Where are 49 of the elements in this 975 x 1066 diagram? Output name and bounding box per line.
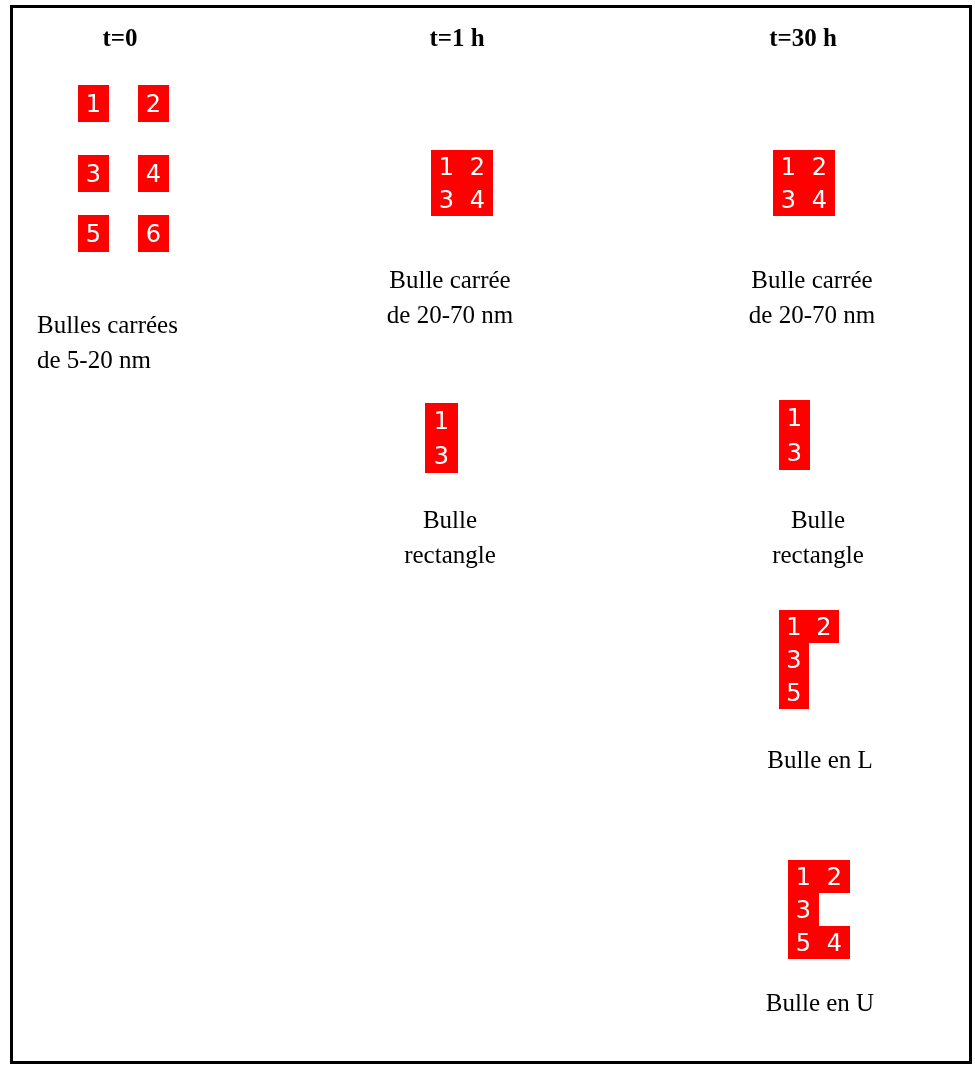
bubble-number: 1 — [786, 614, 802, 639]
bubble-number: 3 — [795, 897, 812, 922]
bubble-number: 4 — [811, 187, 828, 212]
bubble-number: 2 — [826, 864, 843, 889]
bubble-shape — [78, 155, 109, 192]
bubble-shape — [779, 400, 810, 470]
node-label: Bulle en U — [764, 988, 876, 1018]
bubble-shape — [138, 155, 169, 192]
column-heading: t=1 h — [428, 23, 486, 53]
node-label: Bulle en L — [766, 745, 874, 775]
bubble-shape — [138, 85, 169, 122]
column-heading: t=0 — [101, 23, 139, 53]
bubble-number: 5 — [85, 221, 102, 246]
bubble-number: 2 — [469, 154, 486, 179]
bubble-number: 1 — [786, 405, 803, 430]
bubble-shape — [78, 215, 109, 252]
bubble-number: 6 — [145, 221, 162, 246]
bubble-number: 1 — [795, 864, 812, 889]
caption: Bulles carrées de 5-20 nm — [37, 310, 179, 375]
bubble-number: 3 — [786, 440, 803, 465]
bubble-number: 2 — [811, 154, 828, 179]
bubble-number: 3 — [786, 647, 802, 672]
node-label: Bulle carrée de 20-70 nm — [747, 265, 877, 330]
column-heading: t=30 h — [768, 23, 838, 53]
bubble-number: 3 — [85, 161, 102, 186]
bubble-number: 4 — [469, 187, 486, 212]
bubble-number: 5 — [795, 930, 812, 955]
bubble-number: 2 — [145, 91, 162, 116]
bubble-number: 1 — [780, 154, 797, 179]
bubble-number: 4 — [145, 161, 162, 186]
node-label: Bulle carrée de 20-70 nm — [385, 265, 515, 330]
bubble-number: 3 — [780, 187, 797, 212]
node-label: Bulle rectangle — [403, 505, 497, 570]
bubble-number: 1 — [85, 91, 102, 116]
bubble-number: 3 — [433, 443, 450, 468]
bubble-shape — [779, 610, 839, 709]
bubble-shape — [78, 85, 109, 122]
bubble-shape — [431, 150, 493, 216]
bubble-number: 1 — [438, 154, 455, 179]
bubble-number: 1 — [433, 408, 450, 433]
node-label: Bulle rectangle — [771, 505, 865, 570]
bubble-shape — [138, 215, 169, 252]
bubble-shape — [425, 403, 458, 473]
bubble-number: 4 — [826, 930, 843, 955]
bubble-shape — [773, 150, 835, 216]
bubble-shape — [788, 860, 850, 959]
bubble-number: 5 — [786, 680, 802, 705]
bubble-number: 2 — [816, 614, 832, 639]
bubble-number: 3 — [438, 187, 455, 212]
